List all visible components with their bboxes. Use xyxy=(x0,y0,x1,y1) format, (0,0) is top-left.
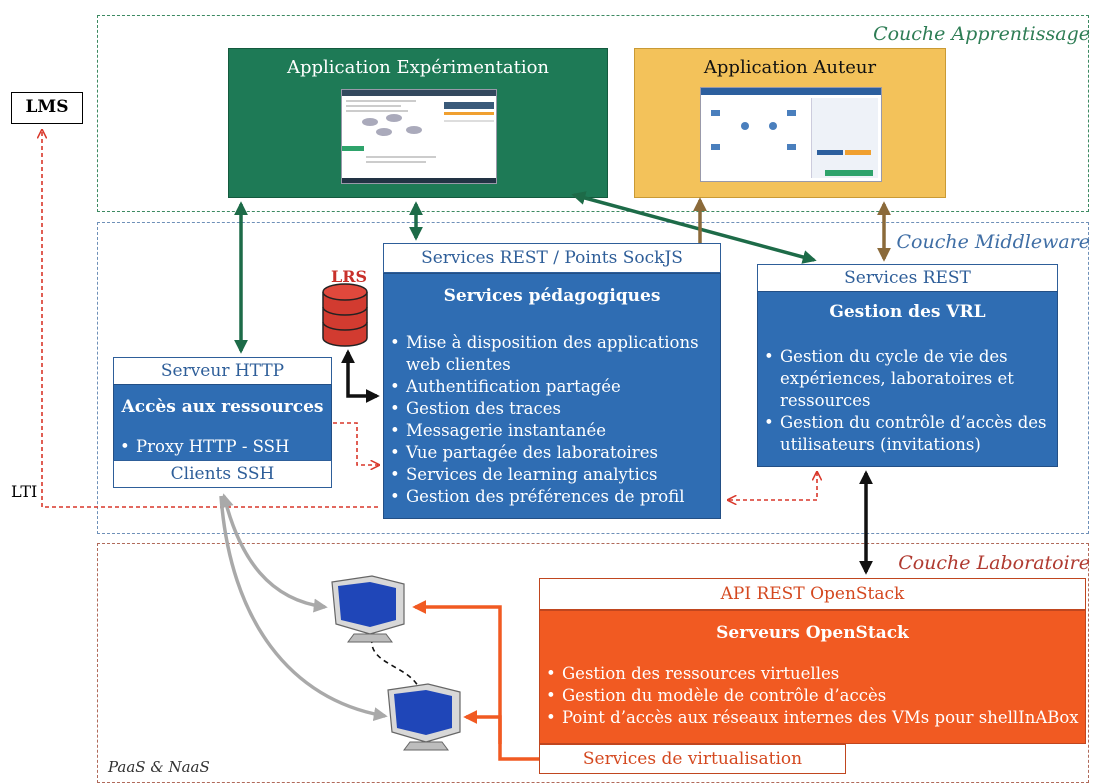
layer-middleware-title: Couche Middleware xyxy=(896,231,1090,253)
services-pedagogiques-list: Mise à disposition des applications web … xyxy=(384,332,720,508)
list-item: Authentification partagée xyxy=(384,376,712,398)
arrow-clients-ssh-vm1 xyxy=(219,493,328,613)
arrow-experimentation-gestion-vrl xyxy=(571,191,817,264)
serveur-http-box: Accès aux ressources Proxy HTTP - SSH xyxy=(113,384,332,461)
list-item: Gestion des traces xyxy=(384,398,712,420)
layer-laboratoire-title: Couche Laboratoire xyxy=(898,552,1090,574)
app-auteur-title: Application Auteur xyxy=(703,57,877,78)
app-experimentation-title: Application Expérimentation xyxy=(286,57,550,78)
arrow-openstack-vm2 xyxy=(463,710,539,761)
list-item: Gestion des ressources virtuelles xyxy=(540,663,1085,685)
services-pedagogiques-title: Services pédagogiques xyxy=(443,286,661,306)
app-auteur-screenshot xyxy=(700,87,882,182)
list-item: Gestion du contrôle d’accès des utilisat… xyxy=(758,412,1049,456)
vm-link xyxy=(371,637,421,691)
gestion-vrl-header: Services REST xyxy=(757,264,1058,292)
openstack-box: Serveurs OpenStack Gestion des ressource… xyxy=(539,610,1086,744)
list-item: Messagerie instantanée xyxy=(384,420,712,442)
arrow-serveur-http-services xyxy=(333,422,378,465)
app-experimentation-screenshot xyxy=(341,89,497,184)
database-icon xyxy=(322,283,368,347)
lti-label: LTI xyxy=(11,482,38,501)
arrow-openstack-vm1 xyxy=(412,600,502,744)
arrow-lrs-services-pedagogiques xyxy=(341,349,380,403)
layer-apprentissage-title: Couche Apprentissage xyxy=(873,23,1090,45)
gestion-vrl-list: Gestion du cycle de vie des expériences,… xyxy=(758,346,1057,456)
arrow-services-gestion-vrl xyxy=(729,473,817,500)
lms-box: LMS xyxy=(11,92,83,124)
services-pedagogiques-box: Services pédagogiques Mise à disposition… xyxy=(383,273,721,519)
openstack-header: API REST OpenStack xyxy=(539,578,1086,610)
openstack-list: Gestion des ressources virtuelles Gestio… xyxy=(540,663,1085,729)
gestion-vrl-title: Gestion des VRL xyxy=(829,302,986,322)
app-experimentation: Application Expérimentation xyxy=(228,48,608,198)
serveur-http-list: Proxy HTTP - SSH xyxy=(114,436,331,458)
gestion-vrl-box: Gestion des VRL Gestion du cycle de vie … xyxy=(757,291,1058,467)
list-item: Gestion du modèle de contrôle d’accès xyxy=(540,685,1085,707)
list-item: Mise à disposition des applications web … xyxy=(384,332,712,376)
list-item: Gestion du cycle de vie des expériences,… xyxy=(758,346,1049,412)
list-item: Proxy HTTP - SSH xyxy=(114,436,331,458)
list-item: Services de learning analytics xyxy=(384,464,712,486)
openstack-title: Serveurs OpenStack xyxy=(716,623,909,643)
services-virtualisation-footer: Services de virtualisation xyxy=(539,744,846,774)
list-item: Point d’accès aux réseaux internes des V… xyxy=(540,707,1085,729)
computer-icon xyxy=(331,575,405,643)
paas-naas-label: PaaS & NaaS xyxy=(108,758,210,776)
list-item: Vue partagée des laboratoires xyxy=(384,442,712,464)
app-auteur: Application Auteur xyxy=(634,48,946,198)
clients-ssh-footer: Clients SSH xyxy=(113,460,332,488)
serveur-http-title: Accès aux ressources xyxy=(121,397,324,417)
arrow-clients-ssh-vm2 xyxy=(219,495,388,722)
computer-icon xyxy=(387,683,461,751)
lrs-label: LRS xyxy=(331,267,368,286)
list-item: Gestion des préférences de profil xyxy=(384,486,712,508)
